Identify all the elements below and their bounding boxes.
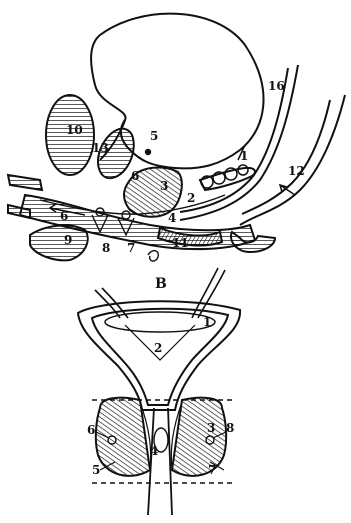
label-2: 2 (187, 191, 195, 205)
label-12: 12 (288, 164, 305, 178)
marker-5-dot (146, 150, 150, 154)
label-9: 9 (64, 233, 72, 247)
curl-glyph (148, 251, 158, 261)
label-3: 3 (160, 179, 168, 193)
label-b7: 7 (208, 463, 216, 477)
hatched-lobe-9 (30, 225, 88, 260)
label-13: 13 (92, 141, 109, 155)
label-6-top: 6 (131, 169, 139, 183)
label-5: 5 (150, 129, 158, 143)
label-8: 8 (102, 241, 110, 255)
label-7: 7 (127, 241, 135, 255)
frontal-section-figure (78, 268, 240, 515)
label-b6: 6 (87, 423, 95, 437)
rectum-outer (240, 95, 345, 225)
label-b4: 4 (150, 444, 158, 458)
bladder-cup-outer (78, 301, 240, 410)
left-strip (8, 175, 42, 190)
label-10: 10 (66, 123, 83, 137)
label-b8: 8 (226, 421, 234, 435)
label-b3: 3 (207, 421, 215, 435)
label-b5: 5 (92, 463, 100, 477)
label-b2: 2 (154, 341, 162, 355)
label-11: 11 (172, 236, 189, 250)
ureter-right (198, 270, 225, 318)
sagittal-section-figure (8, 14, 345, 261)
label-6-left: 6 (60, 209, 68, 223)
bladder-lumen (105, 312, 215, 332)
section-label-b: B (155, 276, 167, 292)
label-4: 4 (168, 211, 176, 225)
label-b1: 1 (203, 315, 211, 329)
label-16: 16 (268, 79, 285, 93)
label-1: 1 (240, 149, 248, 163)
